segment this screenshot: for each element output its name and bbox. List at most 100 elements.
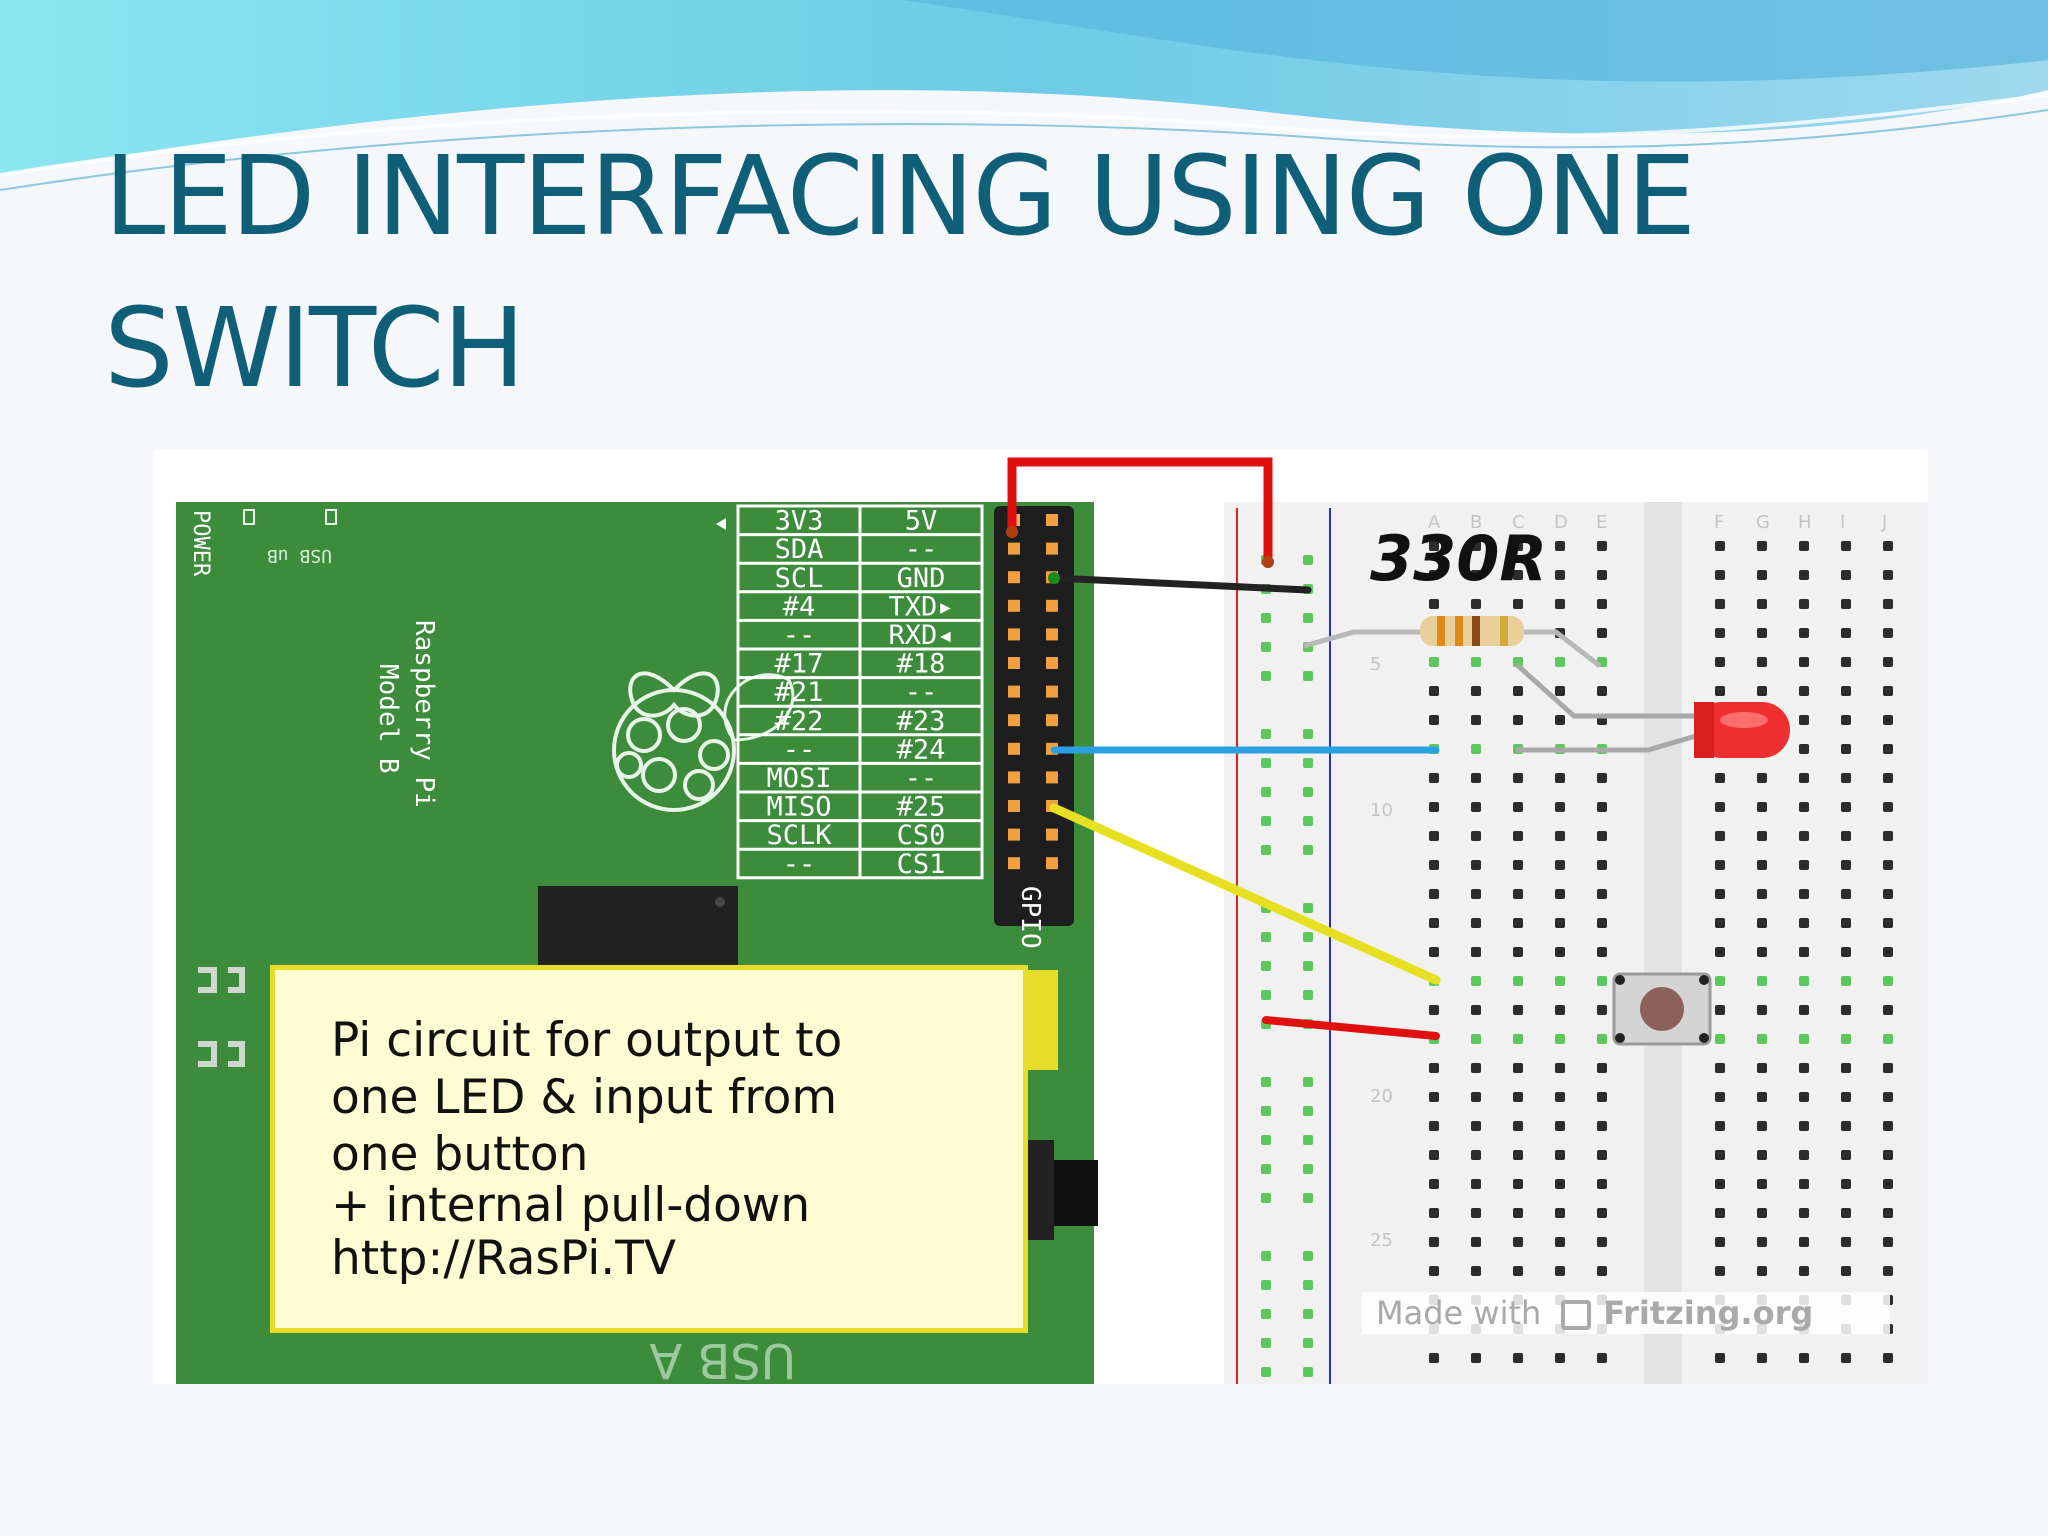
breadboard-hole xyxy=(1715,976,1725,986)
breadboard-hole xyxy=(1715,1179,1725,1189)
breadboard-hole xyxy=(1841,773,1851,783)
breadboard-hole xyxy=(1841,1063,1851,1073)
breadboard-hole xyxy=(1471,744,1481,754)
rail-hole xyxy=(1261,787,1271,797)
breadboard-hole xyxy=(1597,570,1607,580)
breadboard-hole xyxy=(1471,715,1481,725)
gpio-pin xyxy=(1046,714,1058,727)
breadboard-hole xyxy=(1883,802,1893,812)
breadboard-hole xyxy=(1471,1034,1481,1044)
breadboard-hole xyxy=(1429,570,1439,580)
pin-label: #4 xyxy=(783,591,816,622)
breadboard-hole xyxy=(1597,976,1607,986)
usb-micro-label: USB uB xyxy=(267,545,332,566)
rail-hole xyxy=(1261,729,1271,739)
breadboard-hole xyxy=(1555,831,1565,841)
breadboard-hole xyxy=(1513,918,1523,928)
breadboard-hole xyxy=(1883,947,1893,957)
gpio-pin xyxy=(1046,514,1058,526)
pin-label: 5V xyxy=(905,506,938,537)
gpio-pin xyxy=(1046,857,1058,870)
rail-hole xyxy=(1261,1106,1271,1116)
breadboard-hole xyxy=(1429,715,1439,725)
row-number: 25 xyxy=(1370,1230,1393,1251)
rail-hole xyxy=(1303,1280,1313,1290)
breadboard-hole xyxy=(1513,541,1523,551)
breadboard-hole xyxy=(1513,1179,1523,1189)
breadboard-hole xyxy=(1841,628,1851,638)
breadboard-hole xyxy=(1429,889,1439,899)
breadboard-hole xyxy=(1597,1266,1607,1276)
gpio-pin xyxy=(1046,771,1058,784)
rail-hole xyxy=(1303,816,1313,826)
breadboard-hole xyxy=(1799,1179,1809,1189)
credit-brand: Fritzing.org xyxy=(1603,1294,1814,1332)
breadboard-hole xyxy=(1799,802,1809,812)
breadboard-hole xyxy=(1513,1266,1523,1276)
breadboard-hole xyxy=(1841,1237,1851,1247)
breadboard-hole xyxy=(1471,599,1481,609)
breadboard-hole xyxy=(1883,889,1893,899)
column-letter: A xyxy=(1428,512,1441,533)
breadboard-hole xyxy=(1597,599,1607,609)
breadboard-hole xyxy=(1429,686,1439,696)
gpio-pin xyxy=(1008,800,1020,812)
breadboard-hole xyxy=(1555,1208,1565,1218)
breadboard-hole xyxy=(1513,1353,1523,1363)
breadboard-hole xyxy=(1883,1005,1893,1015)
breadboard-hole xyxy=(1555,1150,1565,1160)
breadboard-hole xyxy=(1555,1266,1565,1276)
breadboard-hole xyxy=(1513,860,1523,870)
breadboard-hole xyxy=(1757,831,1767,841)
breadboard-hole xyxy=(1555,1005,1565,1015)
breadboard-hole xyxy=(1513,1092,1523,1102)
gpio-pin xyxy=(1008,599,1020,612)
rail-hole xyxy=(1303,1135,1313,1145)
pin-label: #24 xyxy=(897,734,946,765)
breadboard-hole xyxy=(1715,1150,1725,1160)
breadboard-hole xyxy=(1841,889,1851,899)
power-wire xyxy=(1007,457,1273,567)
pin-label: #17 xyxy=(775,649,824,680)
column-letter: H xyxy=(1798,512,1812,533)
rail-hole xyxy=(1303,787,1313,797)
breadboard-hole xyxy=(1757,657,1767,667)
breadboard-hole xyxy=(1883,773,1893,783)
gpio-pin xyxy=(1008,771,1020,784)
breadboard-hole xyxy=(1715,860,1725,870)
column-letter: J xyxy=(1881,512,1887,533)
breadboard-hole xyxy=(1597,1353,1607,1363)
breadboard-hole xyxy=(1757,1237,1767,1247)
breadboard-hole xyxy=(1471,889,1481,899)
breadboard-hole xyxy=(1799,715,1809,725)
breadboard-hole xyxy=(1883,686,1893,696)
breadboard-hole xyxy=(1841,947,1851,957)
breadboard-hole xyxy=(1799,657,1809,667)
breadboard-hole xyxy=(1471,541,1481,551)
breadboard-hole xyxy=(1883,657,1893,667)
breadboard-hole xyxy=(1841,686,1851,696)
rail-hole xyxy=(1261,1077,1271,1087)
gpio-label: GPIO xyxy=(1015,886,1045,949)
pin-label: -- xyxy=(905,677,938,708)
pin-label: RXD◂ xyxy=(888,620,953,651)
gpio-pin xyxy=(1008,542,1020,555)
breadboard-hole xyxy=(1757,599,1767,609)
credit-made-with: Made with xyxy=(1376,1294,1542,1332)
breadboard-hole xyxy=(1429,1179,1439,1189)
rail-hole xyxy=(1303,845,1313,855)
breadboard-hole xyxy=(1757,1092,1767,1102)
breadboard-hole xyxy=(1883,570,1893,580)
resistor xyxy=(1420,616,1524,646)
pin-label: #21 xyxy=(775,677,824,708)
rail-hole xyxy=(1303,1251,1313,1261)
breadboard-hole xyxy=(1597,1237,1607,1247)
rail-hole xyxy=(1261,671,1271,681)
breadboard-hole xyxy=(1883,1266,1893,1276)
breadboard-hole xyxy=(1555,1034,1565,1044)
gpio-pin xyxy=(1046,657,1058,669)
gpio-pin xyxy=(1008,657,1020,669)
breadboard-hole xyxy=(1799,1237,1809,1247)
breadboard-hole xyxy=(1555,541,1565,551)
note-line-5: http://RasPi.TV xyxy=(331,1231,677,1286)
